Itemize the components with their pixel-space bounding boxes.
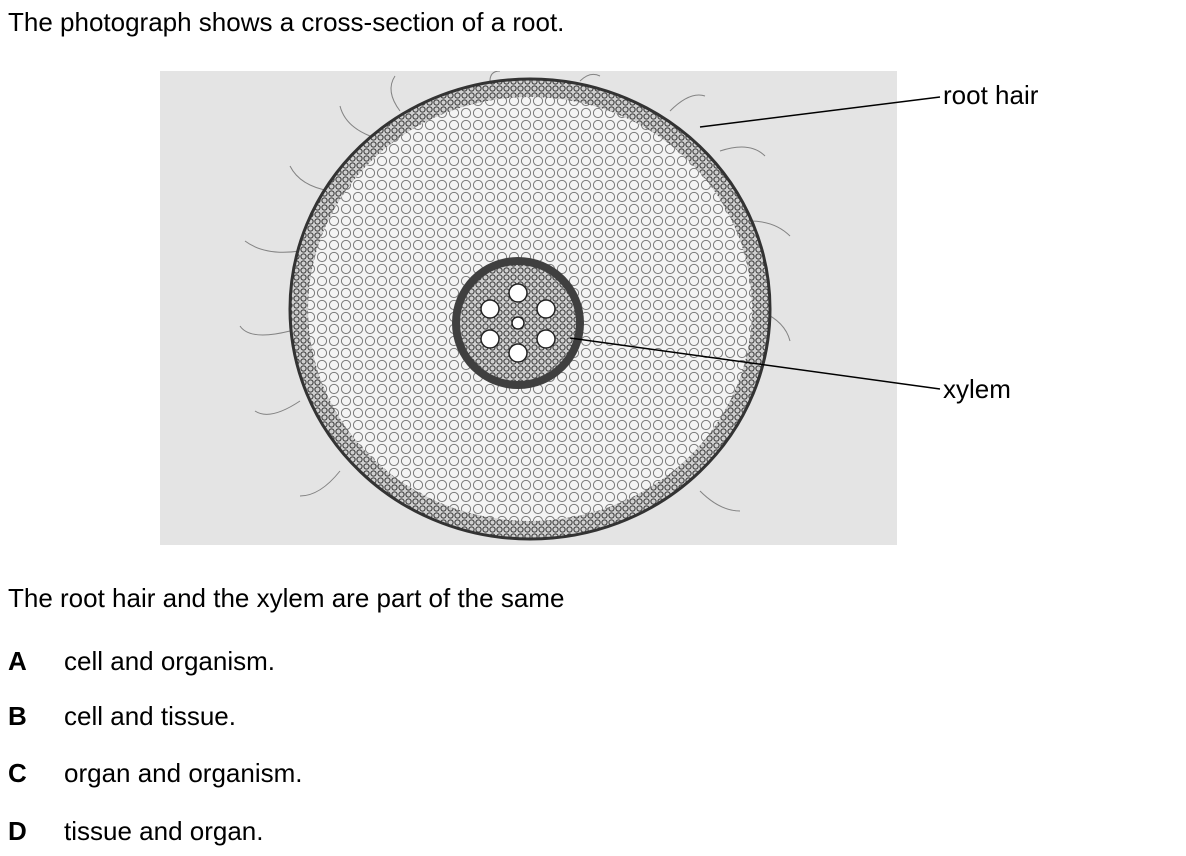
- option-d[interactable]: D tissue and organ.: [8, 815, 263, 847]
- option-letter: B: [8, 701, 27, 731]
- question-stem: The root hair and the xylem are part of …: [8, 583, 565, 613]
- option-a[interactable]: A cell and organism.: [8, 645, 275, 677]
- option-b[interactable]: B cell and tissue.: [8, 700, 236, 732]
- xylem-vessels: [480, 283, 556, 363]
- root-cross-section-photo: [160, 71, 897, 545]
- root-hair-label: root hair: [943, 80, 1039, 110]
- option-letter: A: [8, 646, 27, 676]
- option-text: cell and organism.: [64, 646, 275, 676]
- option-c[interactable]: C organ and organism.: [8, 757, 302, 789]
- option-text: organ and organism.: [64, 758, 303, 788]
- option-letter: C: [8, 758, 27, 788]
- intro-text: The photograph shows a cross-section of …: [8, 7, 565, 37]
- option-text: cell and tissue.: [64, 701, 236, 731]
- xylem-label: xylem: [943, 374, 1011, 404]
- option-text: tissue and organ.: [64, 816, 264, 846]
- option-letter: D: [8, 816, 27, 846]
